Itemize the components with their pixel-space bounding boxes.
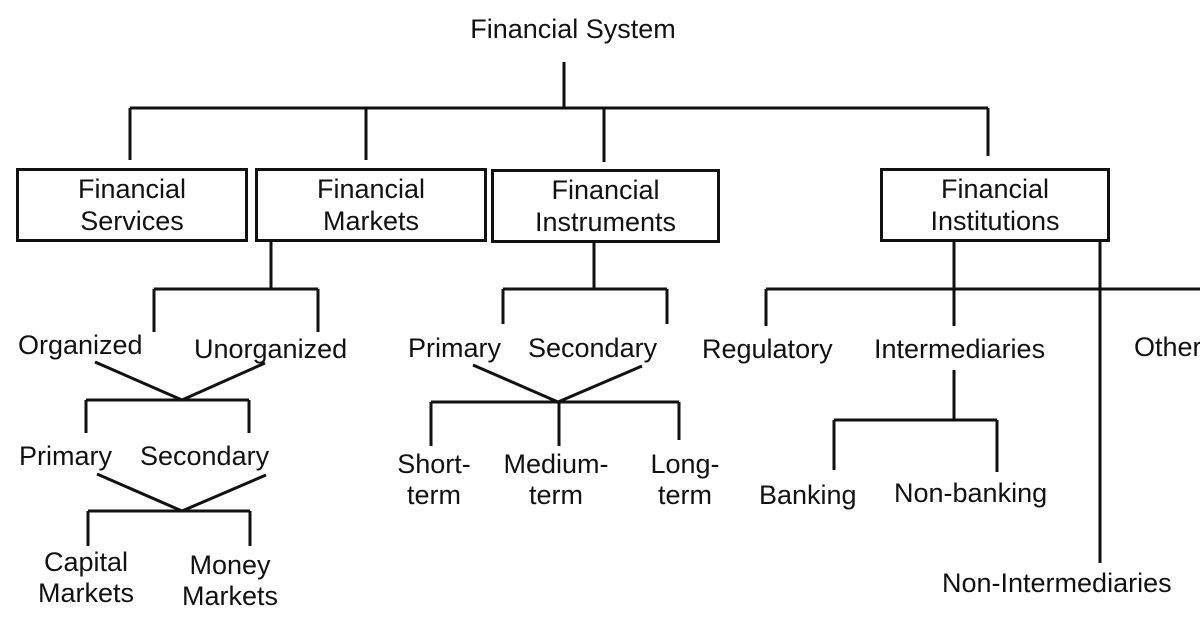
- node-instruments-primary: Primary: [408, 333, 501, 363]
- node-organized: Organized: [18, 330, 143, 360]
- node-short-term: Short- term: [397, 449, 471, 510]
- node-markets-secondary: Secondary: [140, 441, 270, 471]
- category-line1: Financial: [316, 174, 426, 204]
- node-money-markets: Money Markets: [181, 550, 279, 611]
- node-others: Others: [1134, 332, 1200, 362]
- node-banking: Banking: [759, 480, 857, 510]
- node-long-term: Long- term: [650, 449, 720, 510]
- category-line1: Financial: [940, 174, 1050, 204]
- node-capital-markets: Capital Markets: [37, 547, 135, 608]
- category-line2: Instruments: [534, 207, 677, 237]
- connector: [96, 472, 267, 513]
- category-financial-services[interactable]: Financial Services: [16, 168, 248, 242]
- connector: [472, 363, 643, 404]
- category-financial-institutions[interactable]: Financial Institutions: [880, 168, 1110, 242]
- category-financial-instruments[interactable]: Financial Instruments: [491, 169, 720, 243]
- category-financial-markets[interactable]: Financial Markets: [255, 168, 487, 242]
- category-line2: Institutions: [930, 206, 1060, 236]
- category-line1: Financial: [551, 175, 660, 205]
- node-intermediaries: Intermediaries: [874, 334, 1046, 364]
- connector: [94, 360, 266, 402]
- root-title: Financial System: [470, 14, 676, 44]
- category-line2: Markets: [322, 206, 420, 236]
- node-unorganized: Unorganized: [194, 334, 348, 364]
- node-non-intermediaries: Non-Intermediaries: [942, 568, 1172, 598]
- node-markets-primary: Primary: [19, 441, 112, 471]
- category-line1: Financial: [77, 174, 187, 204]
- node-regulatory: Regulatory: [702, 334, 833, 364]
- node-medium-term: Medium- term: [503, 449, 609, 510]
- node-instruments-secondary: Secondary: [528, 333, 658, 363]
- node-non-banking: Non-banking: [894, 478, 1048, 508]
- category-line2: Services: [80, 206, 184, 236]
